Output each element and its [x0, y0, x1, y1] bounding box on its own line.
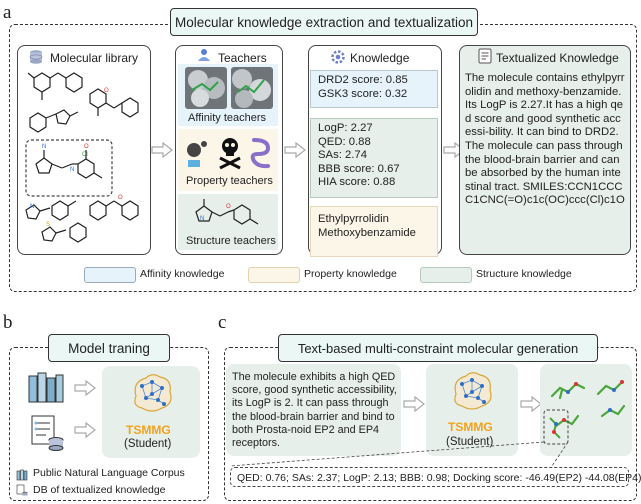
structure-teachers-label: Structure teachers [186, 235, 276, 247]
legend-textualized-db: DB of textualized knowledge [33, 484, 166, 496]
affinity-knowledge-box: DRD2 score: 0.85 GSK3 score: 0.32 [310, 70, 438, 108]
sas-value: SAs: 2.74 [318, 149, 367, 161]
svg-text:O: O [104, 88, 109, 94]
generated-molecules-box [540, 364, 632, 456]
panel-b-title: Model traning [48, 334, 170, 362]
arrow-prompt-to-student [403, 395, 425, 413]
legend-property-knowledge: Property knowledge [304, 268, 397, 280]
drd2-score: DRD2 score: 0.85 [318, 74, 408, 86]
knowledge-gear-icon [330, 49, 346, 70]
svg-text:O: O [118, 195, 123, 201]
svg-text:N: N [30, 204, 34, 210]
hia-score: HIA score: 0.88 [318, 176, 396, 188]
molecule-structures-library: O N O Cl N N O S [25, 72, 139, 243]
svg-text:Cl: Cl [82, 152, 88, 158]
arrow-db-to-student [74, 421, 96, 439]
zoom-connector-lines [229, 441, 569, 467]
arrow-library-to-teachers [151, 141, 173, 159]
panel-label-c: c [218, 312, 227, 333]
tsmmg-model-name-c: TSMMG [448, 420, 493, 434]
student-label-b: (Student) [124, 438, 172, 450]
brain-molecule-icon [187, 141, 207, 167]
legend-structure-knowledge: Structure knowledge [476, 268, 572, 280]
qed-value: QED: 0.88 [318, 135, 371, 148]
legend-affinity-knowledge: Affinity knowledge [140, 268, 225, 280]
textualized-knowledge-text: The molecule contains ethylpyrrolidin an… [465, 72, 625, 207]
panel-label-b: b [3, 312, 13, 333]
teachers-title: Teachers [218, 51, 267, 65]
svg-text:N: N [42, 144, 46, 150]
prompt-text: The molecule exhibits a high QED score, … [232, 371, 397, 450]
legend-swatch-property [248, 267, 300, 283]
legend-public-corpus: Public Natural Language Corpus [33, 467, 185, 479]
logp-value: LogP: 2.27 [318, 122, 373, 134]
generated-molecules-3d [543, 380, 626, 445]
legend-swatch-affinity [84, 267, 136, 283]
arrow-student-to-molecules [520, 395, 542, 413]
molecular-library-title: Molecular library [50, 51, 139, 65]
structure-teachers-panel [178, 194, 278, 250]
intestine-icon [250, 138, 271, 169]
tsmmg-model-name-b: TSMMG [126, 423, 171, 437]
database-icon [28, 49, 44, 70]
structure-knowledge-box: Ethylpyrrolidin Methoxybenzamide [310, 206, 438, 257]
affinity-teachers-label: Affinity teachers [188, 112, 267, 124]
knowledge-title: Knowledge [350, 51, 410, 65]
skull-crossbones-icon [219, 138, 241, 170]
panel-a-title: Molecular knowledge extraction and textu… [170, 8, 478, 36]
svg-text:O: O [226, 204, 231, 210]
result-metrics-box: QED: 0.76; SAs: 2.37; LogP: 2.13; BBB: 0… [230, 467, 641, 487]
gsk3-score: GSK3 score: 0.32 [318, 87, 408, 100]
student-label-c: (Student) [446, 436, 494, 448]
methoxybenzamide-fragment: Methoxybenzamide [318, 226, 416, 239]
svg-text:N: N [70, 167, 74, 173]
textualized-db-icon [31, 415, 64, 451]
svg-text:O: O [84, 144, 89, 150]
textualized-knowledge-title: Textualized Knowledge [496, 51, 619, 65]
prompt-text-box [226, 364, 401, 456]
arrow-books-to-student [74, 379, 96, 397]
teacher-icon [196, 48, 212, 67]
document-icon [478, 48, 492, 69]
legend-swatch-structure [420, 267, 472, 283]
property-teachers-label: Property teachers [186, 175, 273, 187]
corpus-legend-icon [16, 467, 28, 481]
structure-molecule-drawing: N O [195, 199, 259, 225]
svg-text:S: S [46, 222, 50, 228]
panel-label-a: a [3, 2, 12, 23]
property-icons [187, 138, 271, 170]
ethylpyrrolidin-fragment: Ethylpyrrolidin [318, 213, 389, 225]
brain-network-icon [134, 374, 172, 412]
protein-pocket-images [185, 67, 273, 109]
brain-network-icon-c [454, 372, 492, 410]
book-stack-icon [28, 372, 64, 403]
property-knowledge-box: LogP: 2.27 QED: 0.88 SAs: 2.74 BBB score… [310, 118, 438, 198]
bbb-score: BBB score: 0.67 [318, 162, 400, 175]
db-legend-icon [16, 483, 28, 496]
molecular-library-box [17, 45, 151, 255]
panel-c-title: Text-based multi-constraint molecular ge… [278, 334, 598, 362]
arrow-teachers-to-knowledge [284, 141, 306, 159]
svg-text:N: N [200, 216, 204, 222]
textualized-knowledge-box [459, 45, 631, 255]
